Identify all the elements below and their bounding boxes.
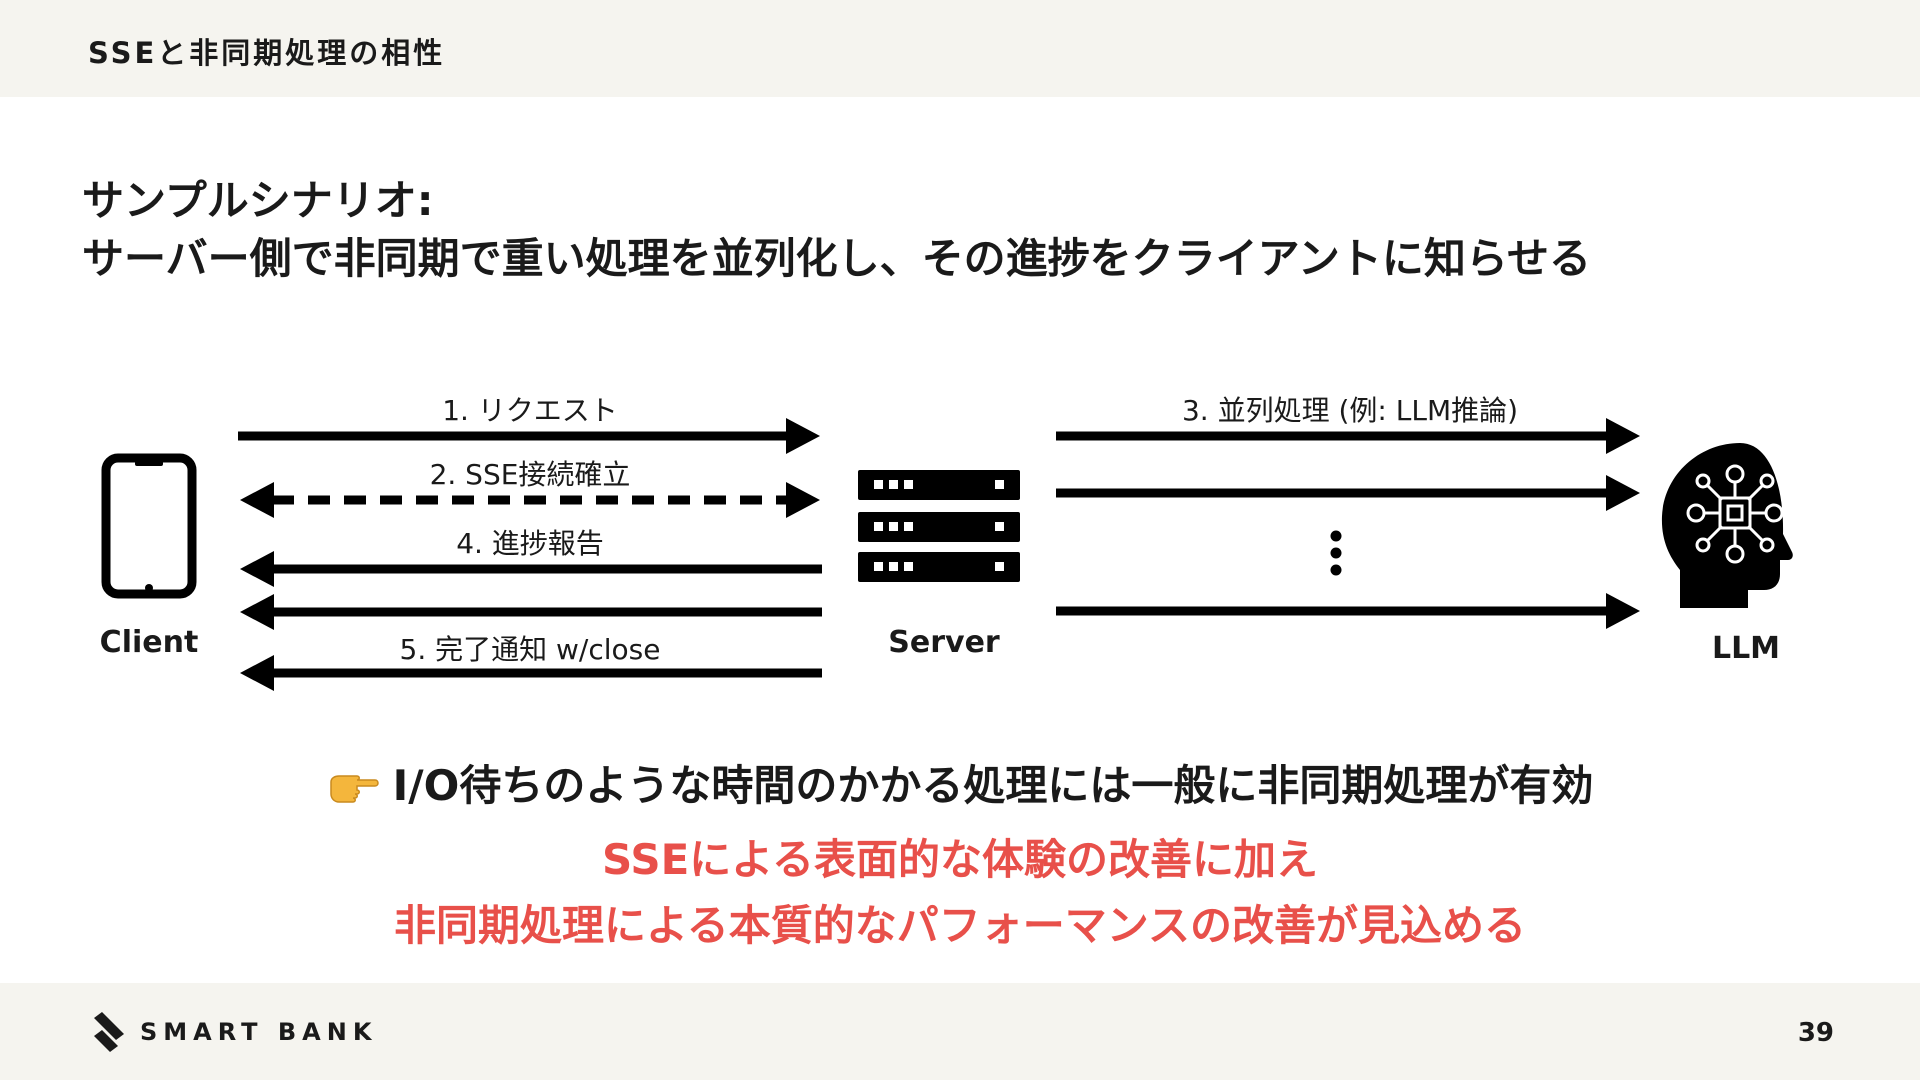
progress-label: 4. 進捗報告 [456, 527, 604, 560]
server-label: Server [888, 625, 1000, 660]
client-label: Client [100, 625, 199, 660]
smartphone-icon [101, 453, 197, 599]
request-arrow [238, 418, 820, 454]
brand-name: SMART BANK [140, 1018, 378, 1046]
footer-bar [0, 983, 1920, 1080]
progress-arrow-2 [240, 594, 822, 630]
parallel-label: 3. 並列処理 (例: LLM推論) [1182, 394, 1518, 427]
pointing-hand-icon [329, 775, 379, 803]
complete-label: 5. 完了通知 w/close [400, 633, 661, 666]
brand-logo: SMART BANK [92, 1012, 377, 1052]
parallel-arrow-3 [1056, 593, 1640, 629]
header-bar [0, 0, 1920, 97]
accent-note-line-1: SSEによる表面的な体験の改善に加え [601, 835, 1319, 884]
sse-connect-arrow [240, 482, 820, 518]
headline-line-1: サンプルシナリオ: [82, 176, 434, 225]
complete-arrow [240, 655, 822, 691]
accent-note-line-2: 非同期処理による本質的なパフォーマンスの改善が見込める [394, 901, 1526, 950]
llm-label: LLM [1712, 631, 1780, 666]
key-takeaway-text: I/O待ちのような時間のかかる処理には一般に非同期処理が有効 [392, 761, 1594, 810]
slide-section-title: SSEと非同期処理の相性 [88, 36, 446, 70]
progress-arrow-1 [240, 551, 822, 587]
smartbank-mark-icon [94, 1012, 124, 1052]
headline-line-2: サーバー側で非同期で重い処理を並列化し、その進捗をクライアントに知らせる [82, 234, 1592, 283]
page-number: 39 [1797, 1018, 1834, 1048]
server-rack-icon [858, 470, 1020, 582]
request-label: 1. リクエスト [442, 394, 618, 427]
sse-connect-label: 2. SSE接続確立 [430, 458, 631, 491]
headline: サンプルシナリオ: サーバー側で非同期で重い処理を並列化し、その進捗をクライアン… [82, 172, 1591, 288]
key-takeaway: I/O待ちのような時間のかかる処理には一般に非同期処理が有効 [0, 752, 1920, 813]
parallel-arrow-2 [1056, 475, 1640, 511]
vertical-ellipsis-icon [1330, 530, 1342, 576]
parallel-arrow-1 [1056, 418, 1640, 454]
ai-head-icon [1661, 443, 1793, 608]
